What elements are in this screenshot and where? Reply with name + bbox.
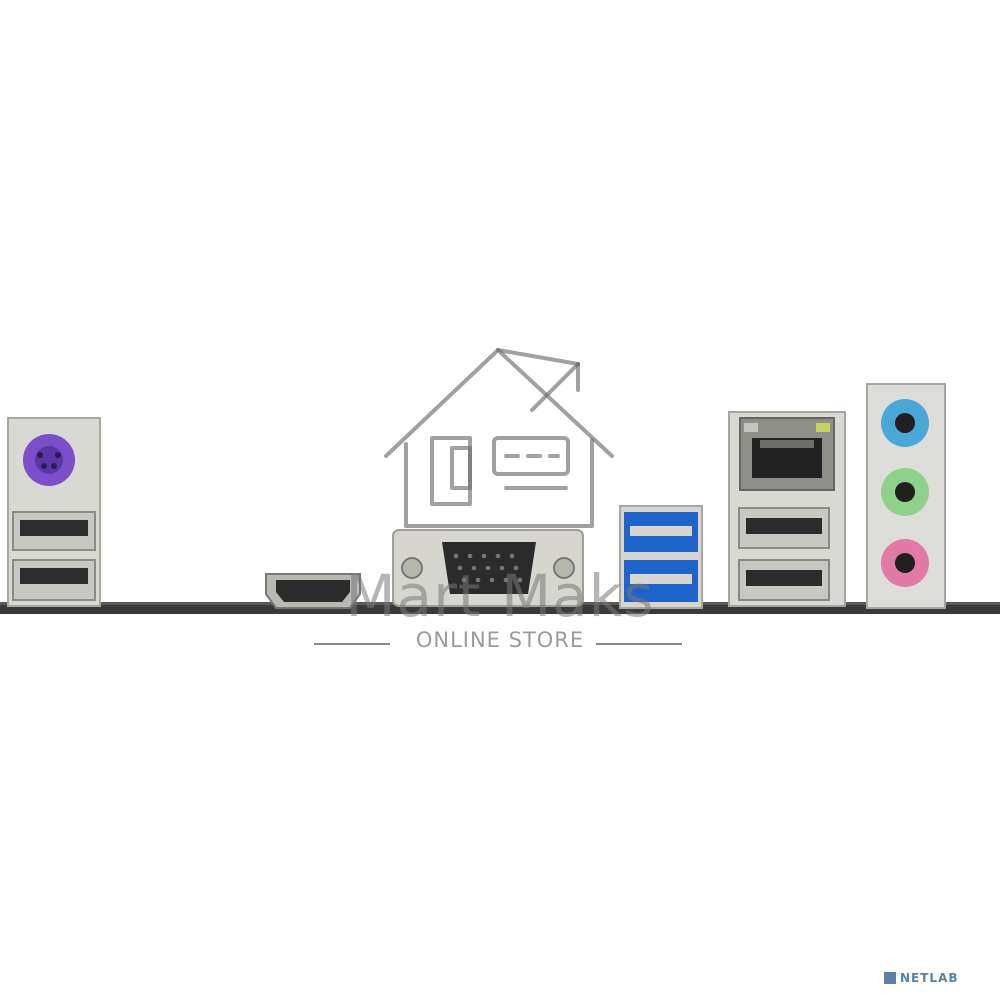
- watermark-subtitle: ONLINE STORE: [415, 628, 585, 652]
- netlab-logo-text: NETLAB: [900, 971, 959, 985]
- hdmi-port: [265, 573, 361, 609]
- lan-usb-stack: [728, 411, 846, 607]
- watermark-title: Mart Maks: [345, 562, 655, 630]
- house-with-arrow-icon: [384, 348, 614, 528]
- usb3-stack: [619, 505, 703, 609]
- netlab-logo: NETLAB: [884, 971, 959, 985]
- vga-port: [392, 529, 584, 607]
- audio-jacks: [866, 383, 946, 609]
- ps2-usb-stack: [7, 417, 101, 607]
- netlab-square-icon: [884, 972, 896, 984]
